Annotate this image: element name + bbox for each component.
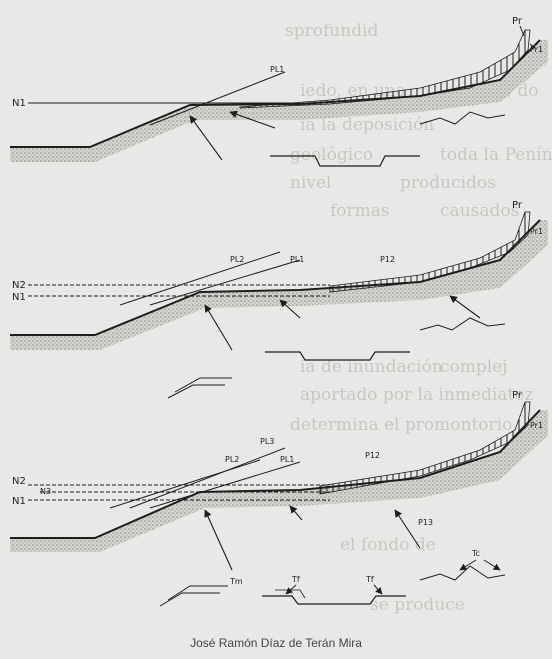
cross-section-sketch	[420, 318, 505, 330]
label-pl2: PL2	[225, 455, 239, 464]
substrate	[10, 40, 548, 162]
label-n2: N2	[12, 476, 26, 487]
background-line: el fondo de	[340, 535, 436, 555]
arrow	[484, 560, 500, 570]
background-line: nivel	[290, 173, 332, 193]
label-pl1: PL1	[270, 65, 284, 74]
label-n1: N1	[12, 98, 26, 109]
label-pr1: Pr1	[530, 45, 543, 54]
label-n2: N2	[12, 280, 26, 291]
background-line: causados	[440, 201, 519, 221]
background-line: se produce	[370, 595, 465, 615]
panel-1: Pr Pr1 PL1 N1	[10, 16, 548, 166]
label-tf: Tf	[291, 575, 300, 584]
label-pl1: PL1	[290, 255, 304, 264]
arrow	[190, 116, 222, 160]
arrow	[374, 585, 382, 594]
cross-section-sketch	[275, 590, 305, 598]
label-pr: Pr	[512, 390, 523, 401]
label-pl1: PL1	[280, 455, 294, 464]
arrow	[450, 296, 480, 318]
label-pr1: Pr1	[530, 421, 543, 430]
arrow	[520, 26, 524, 36]
background-line: toda la Penín	[440, 145, 552, 165]
label-tm: Tm	[229, 577, 243, 586]
background-line: complej	[440, 357, 508, 377]
label-pr: Pr	[512, 200, 523, 211]
label-pr1: Pr1	[530, 227, 543, 236]
label-p12: P12	[380, 255, 395, 264]
label-tc: Tc	[471, 549, 480, 558]
label-pr: Pr	[512, 16, 523, 27]
label-pl3: PL3	[260, 437, 274, 446]
image-credit: José Ramón Díaz de Terán Mira	[0, 636, 552, 650]
arrow	[290, 506, 302, 520]
label-pl2: PL2	[230, 255, 244, 264]
label-n1: N1	[12, 496, 26, 507]
label-p12: P12	[365, 451, 380, 460]
arrow	[286, 585, 296, 594]
label-p13: P13	[418, 518, 433, 527]
background-line: determina el promontorio	[290, 415, 512, 435]
background-line: geológico	[290, 145, 373, 165]
label-tf: Tf	[365, 575, 374, 584]
background-line: formas	[330, 201, 390, 221]
background-line: aportado por la inmediatez	[300, 385, 533, 405]
background-line: producidos	[400, 173, 496, 193]
arrow	[205, 305, 232, 350]
label-n3: N3	[40, 487, 51, 496]
background-line: sprofundid	[285, 21, 378, 41]
label-n1: N1	[12, 292, 26, 303]
arrow	[205, 510, 232, 570]
